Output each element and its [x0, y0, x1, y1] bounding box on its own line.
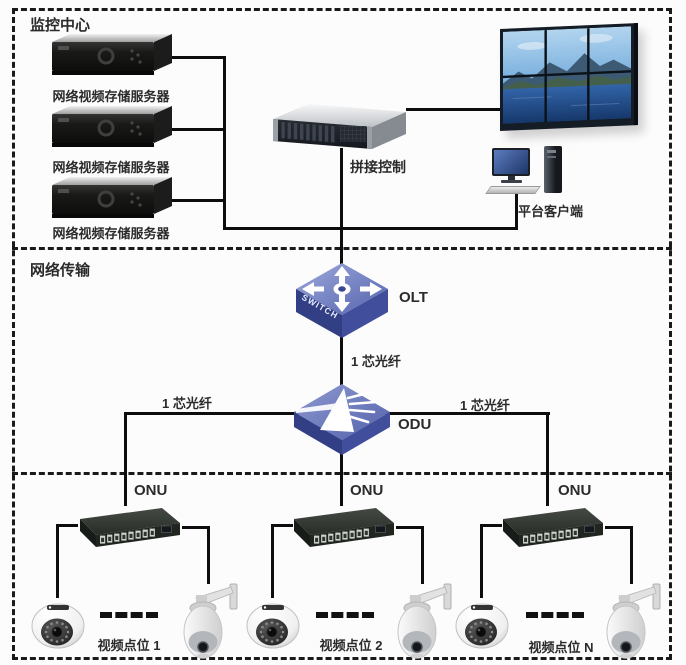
splicing-control-label: 拼接控制	[350, 159, 406, 175]
section-title-network-transmission: 网络传输	[30, 262, 91, 279]
diagram-outer-border	[12, 8, 672, 660]
video-wall	[500, 22, 638, 132]
connector-line	[56, 524, 59, 598]
nvr-server-icon	[50, 176, 172, 227]
olt-switch-icon: SWITCH	[294, 261, 390, 344]
connector-line	[168, 56, 226, 59]
computer-tower-icon	[544, 146, 562, 193]
ellipsis-dashes	[100, 612, 158, 618]
ptz-camera-icon	[176, 580, 240, 665]
connector-line	[340, 452, 343, 506]
connector-line	[56, 524, 78, 527]
nvr-server-icon	[50, 105, 172, 156]
connector-line	[605, 526, 633, 529]
connector-line	[271, 524, 274, 598]
monitor-screen	[494, 150, 528, 174]
connector-line	[480, 524, 502, 527]
connector-line	[124, 412, 127, 506]
monitor-base	[501, 180, 522, 183]
olt-label: OLT	[399, 289, 428, 306]
video-point-label: 视频点位 1	[97, 638, 161, 653]
connector-line	[340, 148, 343, 270]
connector-line	[223, 56, 226, 230]
onu-label: ONU	[350, 482, 384, 499]
connector-line	[630, 526, 633, 584]
onu-switch-icon	[493, 505, 605, 554]
connector-line	[340, 334, 343, 386]
nvr-server-label: 网络视频存储服务器	[52, 160, 170, 175]
onu-switch-icon	[284, 505, 396, 554]
connector-line	[396, 526, 424, 529]
onu-label: ONU	[558, 482, 592, 499]
connector-line	[168, 128, 226, 131]
video-wall-image	[503, 26, 631, 124]
nvr-server-label: 网络视频存储服务器	[52, 226, 170, 241]
ellipsis-dashes	[316, 612, 374, 618]
connector-line	[406, 108, 502, 111]
connector-line	[223, 227, 518, 230]
fiber-label-left: 1 芯光纤	[162, 396, 212, 411]
connector-line	[207, 526, 210, 584]
nvr-server-label: 网络视频存储服务器	[52, 89, 170, 104]
nvr-server-icon	[50, 33, 172, 84]
connector-line	[182, 526, 210, 529]
onu-switch-icon	[70, 505, 182, 554]
odu-splitter-icon	[292, 382, 392, 461]
splicing-control-server-icon	[268, 98, 408, 157]
connector-line	[421, 526, 424, 584]
monitor-stand	[508, 176, 515, 181]
dome-camera-icon	[454, 596, 510, 655]
keyboard-icon	[485, 186, 541, 194]
fiber-label-center: 1 芯光纤	[351, 354, 401, 369]
video-point-label: 视频点位 2	[319, 638, 383, 653]
platform-client-icon	[485, 146, 566, 200]
platform-client-label: 平台客户端	[518, 204, 584, 219]
ptz-camera-icon	[599, 580, 663, 665]
dome-camera-icon	[30, 596, 86, 655]
ellipsis-dashes	[526, 612, 584, 618]
onu-label: ONU	[134, 482, 168, 499]
dome-camera-icon	[245, 596, 301, 655]
connector-line	[480, 524, 483, 598]
connector-line	[515, 194, 518, 230]
connector-line	[546, 412, 549, 506]
connector-line	[168, 199, 226, 202]
ptz-camera-icon	[390, 580, 454, 665]
fiber-label-right: 1 芯光纤	[460, 398, 510, 413]
video-point-label: 视频点位 N	[528, 640, 594, 655]
section-title-monitoring-center: 监控中心	[30, 17, 91, 34]
odu-label: ODU	[398, 416, 432, 433]
connector-line	[271, 524, 293, 527]
monitor-icon	[492, 148, 530, 176]
